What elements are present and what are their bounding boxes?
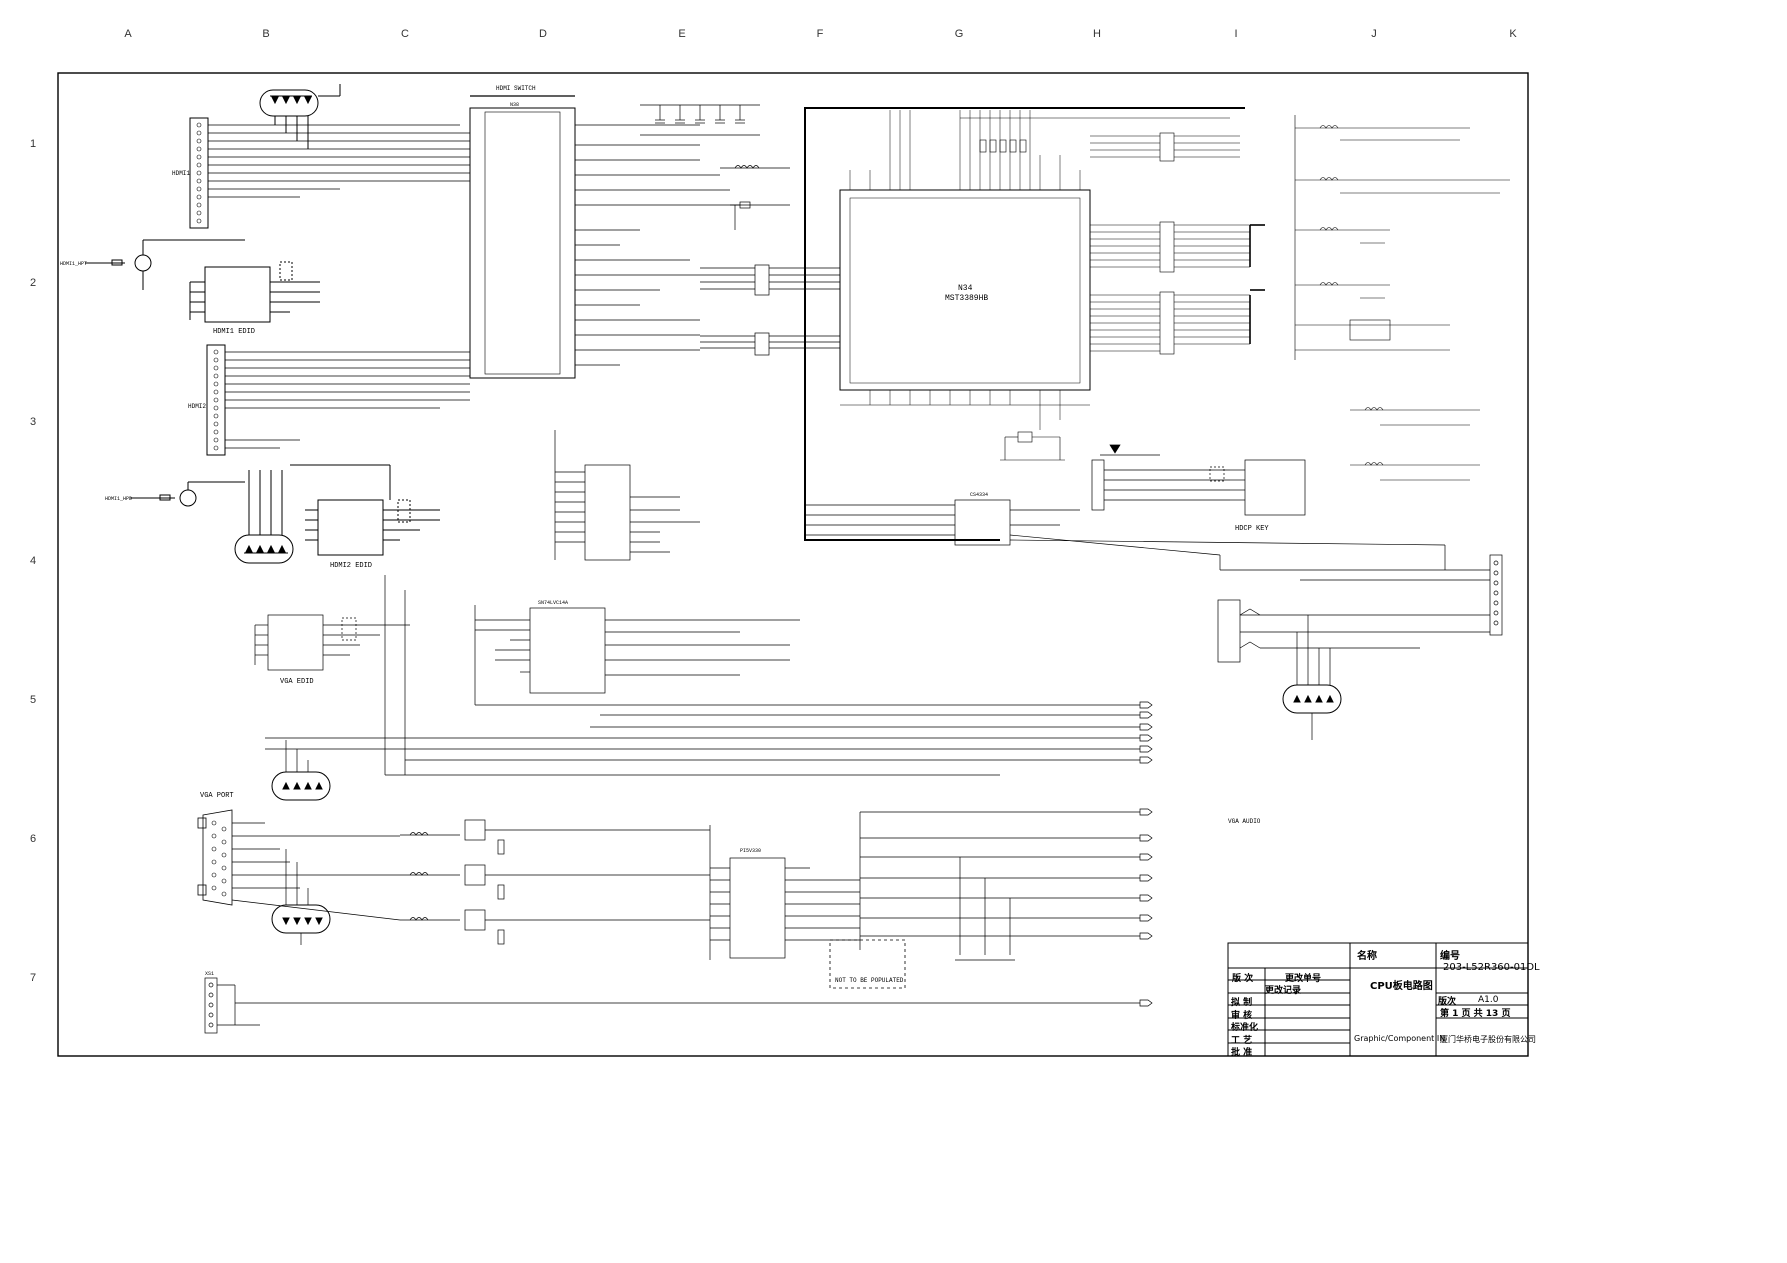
hdmi-switch-ref: N38 [510,102,519,108]
not-populated-box [829,939,906,989]
resistor-networks-right [1159,221,1265,355]
grid-row-7: 7 [30,972,37,984]
hdmi2-hpd-transistor [130,481,245,507]
tb-name-value: CPU板电路图 [1370,981,1433,992]
tvs-array-vga-bottom [271,849,331,945]
main-ic-part: MST3389HB [945,294,988,303]
grid-col-b: B [262,28,270,40]
tb-version-label: 版次 [1438,997,1457,1007]
hdmi-control-ic [554,430,700,561]
hdmi1-hpt-label: HDMI1_HPT [60,261,87,267]
resistor-arrays-mid [700,264,840,356]
audio-output-lines [235,808,1153,1007]
hdmi1-hpd-label: HDMI1_HPD [105,496,132,502]
hdmi-switch-ic [469,95,740,379]
hdmi2-label: HDMI2 [188,403,206,410]
tb-approved-label: 批 准 [1231,1048,1253,1058]
tb-graphic-label: Graphic/Component IN [1354,1034,1446,1043]
tvs-array-vga-top [271,740,331,801]
grid-col-i: I [1234,28,1238,40]
hdmi1-label: HDMI1 [172,170,190,177]
grid-row-1: 1 [30,138,37,150]
inverter-ic [474,605,800,705]
sheet-border [57,72,1529,1057]
resistor-network-top [960,117,1240,162]
grid-col-d: D [539,28,547,40]
tb-rev-label: 版 次 [1232,974,1254,984]
grid-col-j: J [1371,28,1377,40]
grid-row-3: 3 [30,416,37,428]
grid-col-a: A [124,28,132,40]
grid-col-g: G [954,28,964,40]
power-section-right [1294,115,1510,360]
main-ic-ref: N34 [958,284,973,293]
tb-company: 厦门华桥电子股份有限公司 [1440,1035,1536,1044]
main-bus [804,107,1230,541]
hdmi2-connector [206,344,470,456]
connector-xs1 [204,977,260,1034]
grid-col-e: E [678,28,686,40]
audio-dac [805,499,1446,556]
grid-row-2: 2 [30,277,37,289]
grid-col-f: F [816,28,824,40]
tb-code-value: 203-L52R360-01DL [1443,962,1540,973]
analog-mux-part: PI5V330 [740,848,761,854]
tb-name-label: 名称 [1357,951,1377,962]
inductor-top-mid [720,165,790,230]
vga-edid-label: VGA EDID [280,678,314,686]
audio-dac-part: CS4334 [970,492,988,498]
grid-col-h: H [1093,28,1101,40]
tvs-array-left [234,470,294,564]
decoupling-caps-top [640,104,760,136]
title-block-frame [1227,942,1529,1057]
tb-standard-label: 标准化 [1231,1023,1259,1033]
tb-code-label: 编号 [1440,951,1460,962]
tb-change-record: 更改记录 [1265,986,1302,996]
vga-port-label: VGA PORT [200,792,234,800]
grid-row-5: 5 [30,694,37,706]
tb-version-value: A1.0 [1478,995,1499,1005]
tb-page-text: 第 1 页 共 13 页 [1440,1009,1511,1019]
xs1-label: XS1 [205,971,214,977]
hdmi1-edid-label: HDMI1 EDID [213,328,255,336]
tvs-array-right [1282,615,1342,740]
tvs-array-top [259,84,341,149]
tb-checked-label: 审 核 [1231,1011,1253,1021]
main-ic [839,110,1160,430]
vga-eeprom [254,614,410,671]
not-populated-label: NOT TO BE POPULATED [835,977,904,984]
grid-col-k: K [1509,28,1517,40]
vga-output-lines [265,575,1153,776]
audio-connector-x4 [1217,545,1503,663]
grid-row-4: 4 [30,555,37,567]
hdmi1-connector [189,117,470,229]
inverter-part: SN74LVC14A [538,600,568,606]
power-section-right-mid [1350,407,1480,481]
vga-rgb-filters [400,819,710,945]
hdcp-key-label: HDCP KEY [1235,525,1269,533]
tb-drawn-label: 拟 制 [1231,998,1253,1008]
analog-mux [709,825,860,960]
hdmi1-eeprom [189,261,320,323]
hdmi-switch-title: HDMI SWITCH [496,85,536,92]
vga-audio-label: VGA AUDIO [1228,818,1261,825]
crystal [1000,431,1065,461]
hdcp-key-eeprom [1091,444,1306,516]
grid-row-6: 6 [30,833,37,845]
hdmi2-eeprom [290,464,440,556]
tb-process-label: 工 艺 [1231,1036,1253,1046]
tb-ecn-label: 更改单号 [1285,974,1322,984]
hdmi2-edid-label: HDMI2 EDID [330,562,372,570]
hdmi1-hpd-transistor [85,239,245,290]
grid-col-c: C [401,28,409,40]
vga-db15-connector [197,809,401,921]
